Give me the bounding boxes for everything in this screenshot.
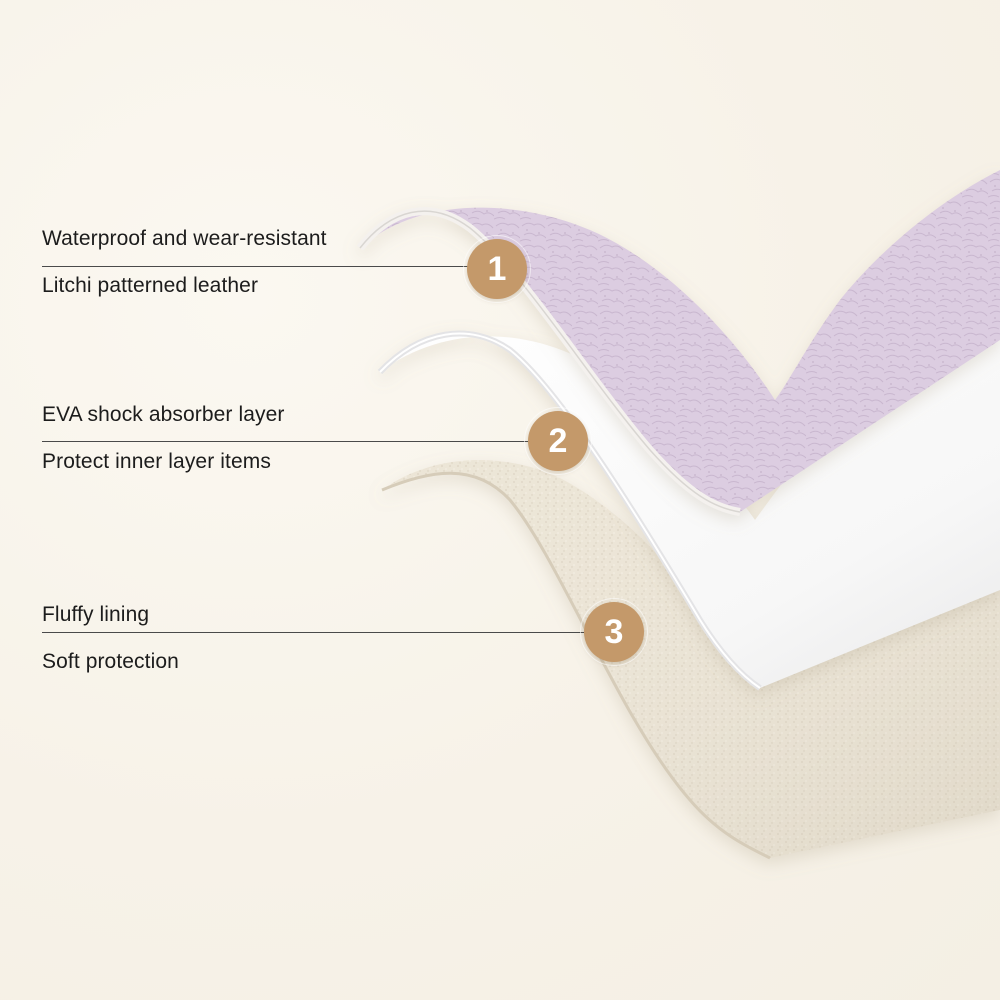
layer-1-subtitle: Litchi patterned leather xyxy=(42,274,259,297)
layer-3-leader-line xyxy=(42,632,587,633)
layer-3-title: Fluffy lining xyxy=(42,603,150,626)
layer-2-leader-line xyxy=(42,441,532,442)
layer-2-subtitle: Protect inner layer items xyxy=(42,450,271,473)
layer-3-subtitle: Soft protection xyxy=(42,650,179,673)
layer-2-title: EVA shock absorber layer xyxy=(42,403,285,426)
layer-1-number-badge: 1 xyxy=(463,235,531,303)
layer-3-number-badge: 3 xyxy=(580,598,648,666)
layer-1-leader-line xyxy=(42,266,472,267)
layer-1-title: Waterproof and wear-resistant xyxy=(42,227,327,250)
layer-2-number-badge: 2 xyxy=(524,407,592,475)
